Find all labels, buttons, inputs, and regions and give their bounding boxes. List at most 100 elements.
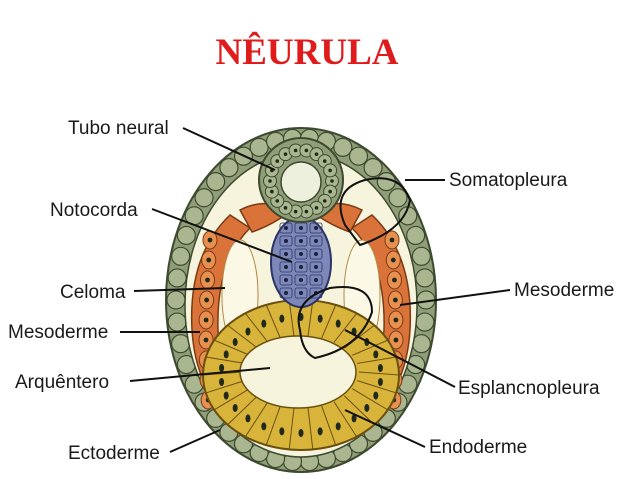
notochord-cell	[309, 261, 323, 273]
endoderm-cell-wall	[244, 312, 269, 343]
endoderm-cell-wall	[307, 407, 314, 450]
leader-celoma	[133, 287, 226, 292]
cell-nucleus	[317, 314, 323, 323]
endoderm-cell-wall	[265, 405, 281, 446]
ectoderm-cell	[171, 246, 191, 266]
ectoderm-cell	[167, 268, 187, 288]
endoderm-cell-wall	[307, 300, 314, 337]
cell-nucleus	[279, 427, 285, 436]
endoderm-cell-wall	[357, 356, 397, 364]
cell-nucleus	[314, 206, 319, 210]
label-somatopleura: Somatopleura	[449, 170, 568, 191]
ectoderm-cell	[415, 312, 435, 332]
cell-nucleus	[245, 414, 251, 423]
endoderm-cell-wall	[205, 380, 245, 394]
cell-nucleus	[393, 317, 399, 323]
cell-nucleus	[373, 391, 379, 400]
cell-nucleus	[203, 337, 209, 343]
endoderm-cell-wall	[213, 388, 250, 411]
ectoderm-cell	[166, 290, 186, 310]
notochord	[270, 216, 332, 308]
notochord-cell	[309, 287, 323, 299]
cell-nucleus	[314, 265, 318, 269]
label-endoderme: Endoderme	[429, 437, 527, 458]
leader-tubo-neural	[182, 127, 276, 171]
notochord-cell	[279, 261, 293, 273]
cell-nucleus	[275, 199, 280, 203]
cell-nucleus	[377, 364, 383, 373]
endoderm-layer	[202, 299, 400, 451]
endoderm-cell-wall	[265, 304, 281, 339]
endoderm-cell-wall	[352, 388, 389, 411]
cell-nucleus	[219, 364, 225, 373]
cell-nucleus	[206, 257, 212, 263]
ectoderm-cell	[206, 172, 226, 192]
cell-nucleus	[322, 199, 327, 203]
label-ectoderme: Ectoderme	[68, 443, 160, 464]
cell-nucleus	[335, 422, 341, 431]
ectoderm-cell	[219, 158, 239, 178]
endoderm-cell-wall	[244, 401, 269, 437]
cell-nucleus	[268, 179, 272, 183]
endoderm-cell-wall	[288, 300, 295, 337]
ectoderm-cell	[411, 246, 431, 266]
endoderm-cell-wall	[352, 339, 388, 356]
ectoderm-cell	[406, 225, 426, 246]
label-esplancnopleura: Esplancnopleura	[458, 378, 600, 399]
cell-nucleus	[279, 314, 285, 323]
ectoderm-cell	[388, 188, 408, 208]
somatopleura-outline	[339, 177, 412, 247]
cell-nucleus	[284, 252, 288, 256]
cell-nucleus	[284, 291, 288, 295]
cell-nucleus	[223, 391, 229, 400]
cell-nucleus	[304, 148, 309, 153]
ectoderm-cell	[363, 158, 383, 178]
cell-nucleus	[314, 278, 318, 282]
ectoderm-cell	[415, 268, 435, 288]
neural-tube	[258, 137, 344, 223]
cell-nucleus	[283, 152, 288, 156]
leader-arquentero	[129, 367, 271, 382]
cell-nucleus	[351, 414, 357, 423]
notochord-cell	[279, 222, 293, 234]
cell-nucleus	[377, 377, 383, 386]
cell-nucleus	[275, 159, 280, 163]
cell-nucleus	[328, 189, 332, 194]
cell-nucleus	[261, 422, 267, 431]
label-mesoderme-left: Mesoderme	[8, 322, 108, 343]
cell-nucleus	[314, 152, 319, 156]
cell-nucleus	[299, 252, 303, 256]
notochord-cell	[294, 274, 308, 286]
cell-nucleus	[373, 350, 379, 359]
page-title: NÊURULA	[216, 31, 399, 73]
cell-nucleus	[284, 278, 288, 282]
endoderm-cell-wall	[321, 405, 337, 446]
cell-nucleus	[284, 265, 288, 269]
cell-nucleus	[314, 226, 318, 230]
cell-nucleus	[293, 209, 298, 214]
ectoderm-cell	[333, 137, 353, 157]
endoderm-cell-wall	[214, 339, 250, 356]
notochord-cell	[279, 235, 293, 247]
cell-nucleus	[392, 297, 398, 303]
notochord-cell	[279, 274, 293, 286]
cell-nucleus	[392, 277, 397, 283]
cell-nucleus	[335, 319, 341, 328]
endoderm-cell-wall	[288, 407, 295, 450]
leader-endoderme	[344, 409, 426, 448]
endoderm-cell-wall	[333, 401, 358, 437]
cell-nucleus	[330, 179, 334, 183]
cell-nucleus	[393, 337, 399, 343]
leader-esplancnopleura	[344, 329, 456, 388]
cell-nucleus	[299, 226, 303, 230]
endoderm-cell-wall	[333, 312, 358, 343]
label-arquentero: Arquêntero	[15, 372, 109, 393]
notochord-cell	[294, 235, 308, 247]
label-tubo-neural: Tubo neural	[68, 118, 169, 139]
cell-nucleus	[390, 257, 396, 263]
ectoderm-cell	[249, 137, 269, 157]
leader-notocorda	[151, 208, 293, 263]
cell-nucleus	[364, 403, 370, 412]
notochord-cell	[294, 248, 308, 260]
ectoderm-cell	[176, 225, 196, 246]
